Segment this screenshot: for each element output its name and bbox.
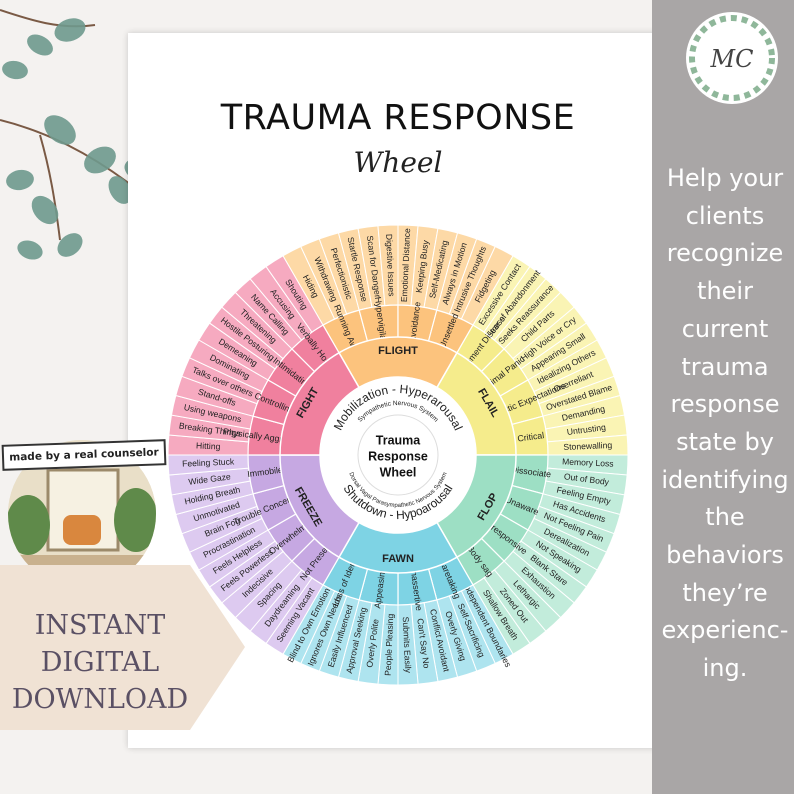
mid-label: Critical [517,430,545,443]
side-description: Help your clients recognize their curren… [655,160,794,688]
center-label: Response [368,449,428,463]
outer-label: Emotional Distance [399,228,412,303]
side-line: experienc- [661,616,789,645]
logo-wreath-icon: MC [689,15,775,101]
outer-label: Memory Loss [562,456,614,468]
mid-label: Immobile [247,465,284,480]
side-line: identifying [661,465,789,494]
side-line: Help your [666,164,784,192]
category-name: FLIGHT [378,345,418,357]
download-banner [0,565,245,730]
side-line: the [705,503,745,532]
outer-label: Submits Easily [401,616,413,673]
outer-label: People Pleasing [383,613,396,676]
center-label: Wheel [380,465,417,479]
side-line: trauma [681,352,769,381]
page-subtitle: Wheel [353,146,443,179]
side-line: their [697,277,753,306]
side-line: state by [676,427,774,456]
outer-label: Stonewalling [563,440,612,452]
center-label: Trauma [376,433,422,447]
side-line: behaviors [666,541,784,570]
center-circle [357,414,439,496]
side-line: current [681,314,769,343]
cozy-room-image [8,440,156,588]
side-line: ing. [702,654,748,683]
page-title: TRAUMA RESPONSE [220,98,576,138]
side-line: response [670,390,780,419]
logo-letters: MC [710,45,754,73]
download-text: INSTANT DIGITAL DOWNLOAD [0,607,200,718]
category-name: FAWN [382,553,414,565]
outer-label: Hitting [196,440,221,451]
outer-label: Digestive Issues [384,234,397,297]
side-line: clients [685,201,765,230]
eucalyptus-decoration [0,9,156,260]
side-line: they’re [682,578,768,607]
right-panel [652,0,794,794]
download-line: DIGITAL [40,647,160,678]
outer-label: Feeling Stuck [182,456,235,468]
download-line: INSTANT [34,610,166,641]
download-line: DOWNLOAD [11,684,189,715]
side-line: recognize [666,239,784,268]
logo: MC [686,12,778,104]
